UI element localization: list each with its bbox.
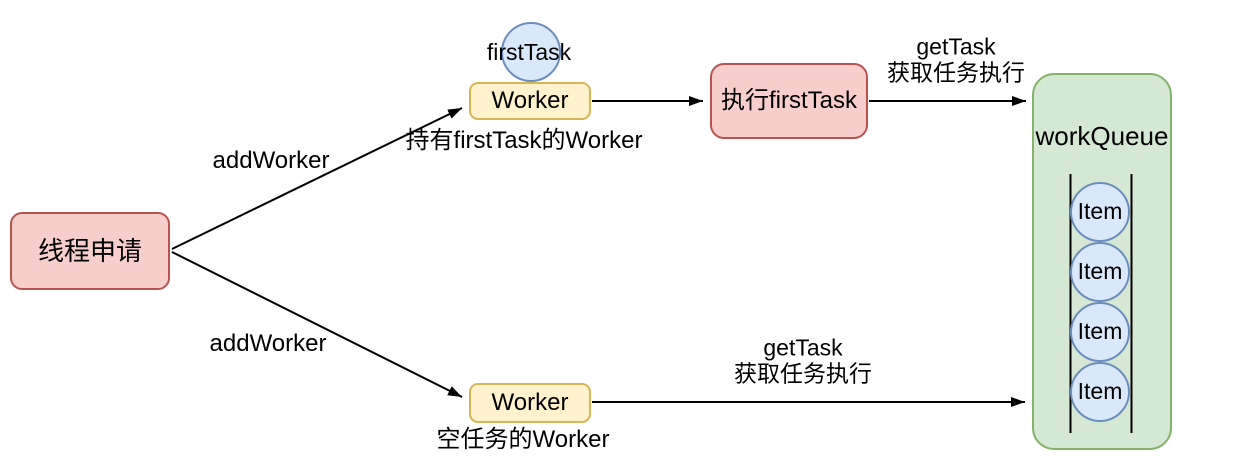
edge-label-addworker-top: addWorker [212,147,330,175]
queue-item-circle: Item [1070,242,1130,302]
worker-top-box: Worker [469,82,591,120]
queue-item-label: Item [1077,378,1123,405]
queue-item-label: Item [1077,258,1123,285]
edge-label-gettask-top-line2: 获取任务执行 [887,60,1025,86]
edge-addworker-bottom [171,251,463,398]
queue-item-label: Item [1077,318,1123,345]
first-task-circle [501,22,561,82]
exec-first-task-box: 执行firstTask [710,63,868,139]
worker-bottom-box: Worker [469,383,591,423]
edge-label-gettask-bottom: getTask 获取任务执行 [734,335,872,388]
queue-item-circle: Item [1070,182,1130,242]
edge-label-gettask-top: getTask 获取任务执行 [887,34,1025,87]
edge-label-gettask-top-line1: getTask [916,33,996,60]
queue-item-circle: Item [1070,302,1130,362]
worker-top-caption: 持有firstTask的Worker [405,127,643,155]
queue-item-circle: Item [1070,362,1130,422]
worker-bottom-caption: 空任务的Worker [436,426,610,454]
edge-label-addworker-bottom: addWorker [209,330,327,358]
queue-item-label: Item [1077,198,1123,225]
work-queue-title: workQueue [1035,121,1169,152]
thread-request-box: 线程申请 [10,212,170,290]
first-task-label: firstTask [486,38,572,65]
edge-label-gettask-bottom-line2: 获取任务执行 [734,361,872,387]
edge-label-gettask-bottom-line1: getTask [763,334,843,361]
